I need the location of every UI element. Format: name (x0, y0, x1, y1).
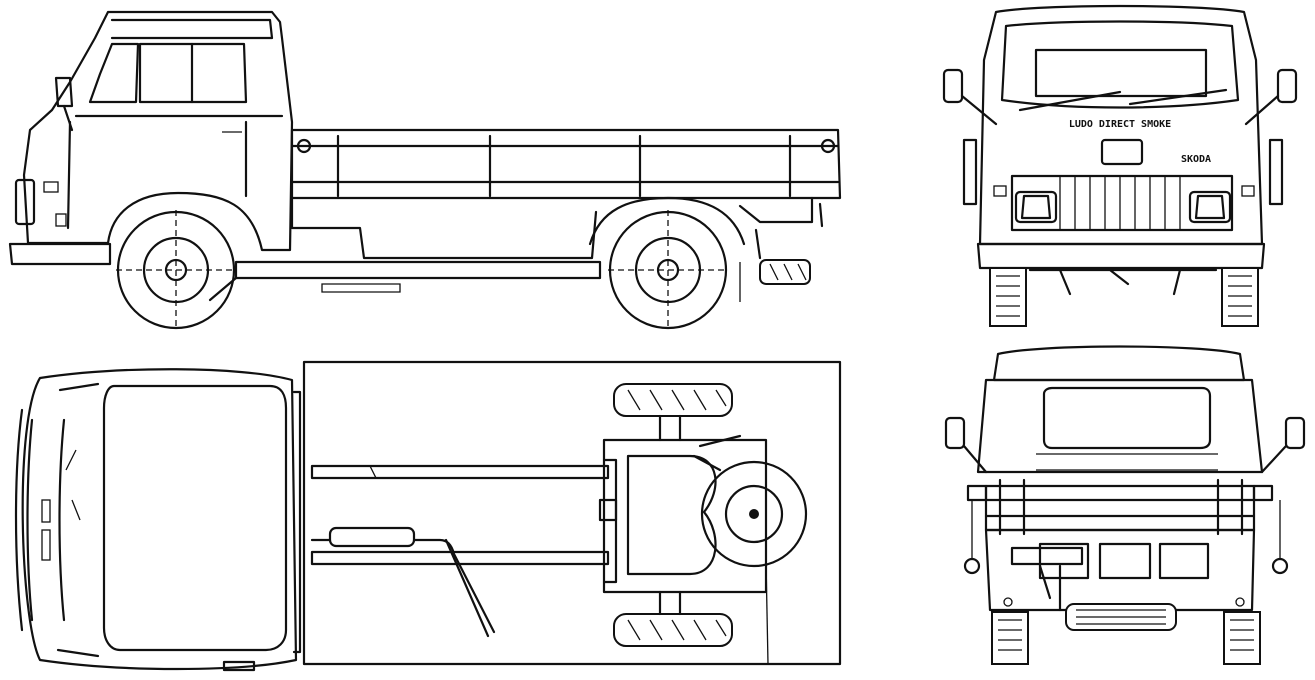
mirror (54, 76, 74, 108)
cargo-bed (290, 128, 842, 200)
license-plate (1010, 546, 1084, 566)
rear-wheel (608, 210, 728, 330)
top-cab-outline (21, 368, 298, 671)
windshield (1000, 20, 1240, 109)
front-bumper (8, 242, 112, 266)
front-wheel (116, 210, 236, 330)
muffler (328, 526, 416, 548)
front-emblem: SKODA (1181, 154, 1211, 165)
frame-rail-lower (310, 550, 610, 566)
door-window (88, 42, 140, 104)
front-grille (1010, 174, 1234, 232)
front-mirror-right (1276, 68, 1298, 104)
rear-mirror-right (1284, 416, 1306, 450)
rear-view (944, 345, 1306, 665)
rear-tire-top (613, 383, 733, 417)
side-window (138, 42, 248, 104)
chassis-rail (234, 260, 602, 280)
spare-wheel-top (700, 460, 808, 568)
rear-tire-bottom (613, 613, 733, 647)
rear-view-tire-left (991, 611, 1029, 665)
side-view (8, 10, 842, 330)
chassis-outline (302, 360, 842, 666)
front-view-bumper (976, 242, 1266, 270)
rear-window (1042, 386, 1212, 450)
front-view-tire-right (1221, 267, 1259, 327)
rear-view-tire-right (1223, 611, 1261, 665)
frame-rail-upper (310, 464, 610, 480)
front-view: LUDO DIRECT SMOKE SKODA (942, 4, 1298, 327)
front-view-tire-left (989, 267, 1027, 327)
headlight (14, 178, 36, 226)
rear-mirror-left (944, 416, 966, 450)
front-cab-outline (978, 4, 1264, 246)
rear-cab-outline (992, 345, 1246, 382)
front-mirror-left (942, 68, 964, 104)
front-headlight-right (1188, 190, 1232, 224)
front-headlight-left (1014, 190, 1058, 224)
tailgate (984, 484, 1256, 532)
top-view (14, 360, 842, 672)
top-cab-roof (102, 384, 288, 652)
spare-wheel (759, 259, 811, 285)
front-nameplate: LUDO DIRECT SMOKE (1069, 119, 1171, 130)
